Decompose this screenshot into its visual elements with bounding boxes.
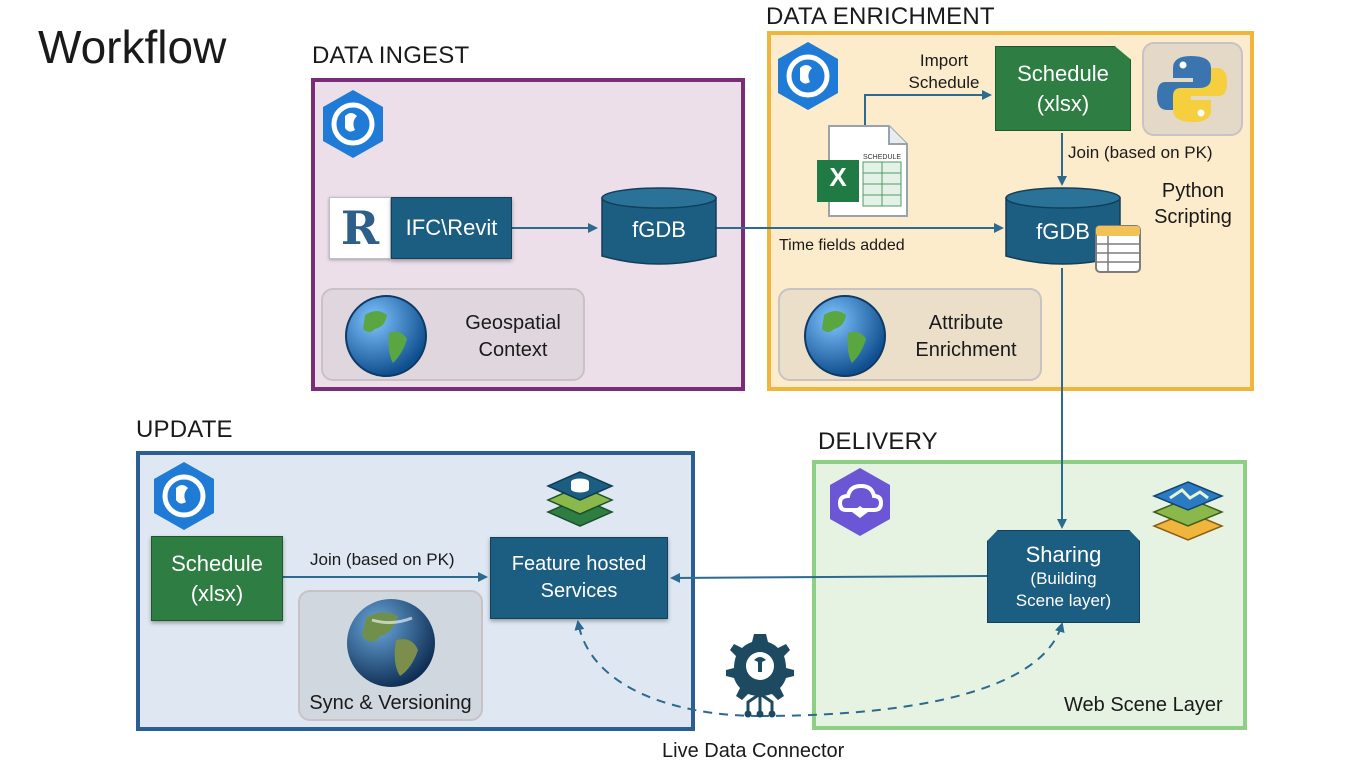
sharing-scene-layer-node: Sharing (Building Scene layer) bbox=[987, 530, 1140, 623]
layers-icon bbox=[1152, 481, 1224, 541]
excel-sheet-tag: SCHEDULE bbox=[862, 154, 902, 161]
attribute-enrichment-label: Attribute Enrichment bbox=[915, 312, 1017, 361]
section-label-ingest: DATA INGEST bbox=[312, 42, 470, 69]
fgdb-ingest-label: fGDB bbox=[632, 217, 686, 242]
globe-icon bbox=[804, 295, 886, 377]
feature-hosted-services-node: Feature hosted Services bbox=[490, 537, 668, 619]
join-pk-update-label: Join (based on PK) bbox=[310, 550, 455, 569]
geospatial-context-label: Geospatial Context bbox=[465, 312, 561, 361]
arcgis-pro-icon bbox=[778, 42, 838, 110]
schedule-xlsx-enrichment-node: Schedule (xlsx) bbox=[995, 46, 1131, 131]
ifc-revit-label: IFC\Revit bbox=[405, 215, 498, 240]
import-schedule-label: Import Schedule bbox=[908, 51, 980, 92]
web-scene-layer-label: Web Scene Layer bbox=[1064, 694, 1223, 716]
excel-icon bbox=[817, 125, 908, 217]
fgdb-enriched-cylinder bbox=[1005, 187, 1121, 265]
python-icon bbox=[1157, 56, 1227, 122]
python-scripting-label: Python Scripting bbox=[1154, 180, 1232, 228]
time-fields-label: Time fields added bbox=[779, 237, 905, 254]
join-pk-enrichment-label: Join (based on PK) bbox=[1068, 143, 1213, 162]
page-title: Workflow bbox=[38, 21, 227, 73]
globe-icon bbox=[347, 599, 435, 687]
arcgis-pro-icon bbox=[154, 462, 214, 530]
fgdb-enriched-label: fGDB bbox=[1036, 219, 1090, 244]
schedule-xlsx-update-node: Schedule (xlsx) bbox=[151, 536, 283, 621]
arrow-import-schedule bbox=[864, 90, 992, 126]
fgdb-ingest-cylinder bbox=[601, 187, 717, 265]
sync-versioning-label: Sync & Versioning bbox=[309, 692, 472, 714]
section-label-update: UPDATE bbox=[136, 416, 233, 443]
section-label-enrichment: DATA ENRICHMENT bbox=[766, 3, 995, 30]
gear-connector-icon bbox=[726, 634, 794, 718]
arcgis-online-icon bbox=[830, 468, 890, 536]
ifc-revit-node: IFC\Revit bbox=[391, 197, 512, 259]
section-label-delivery: DELIVERY bbox=[818, 428, 938, 455]
arrow-sharing-to-feature-services bbox=[670, 572, 988, 583]
layers-icon bbox=[546, 471, 614, 527]
live-data-connector-label: Live Data Connector bbox=[662, 740, 845, 762]
globe-icon bbox=[345, 295, 427, 377]
arcgis-pro-icon bbox=[323, 90, 383, 158]
table-icon bbox=[1095, 225, 1141, 273]
dashed-connector-left bbox=[574, 620, 761, 717]
dashed-connector-right bbox=[759, 622, 1065, 717]
excel-letter: X bbox=[829, 162, 847, 192]
revit-icon: R bbox=[329, 197, 391, 259]
